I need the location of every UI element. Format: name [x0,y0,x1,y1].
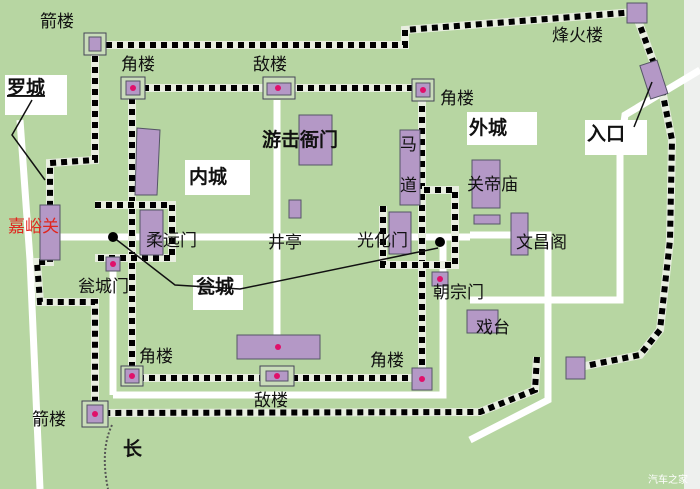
label-corner-tower-se: 角楼 [370,351,404,371]
well-pavilion-icon [288,199,302,219]
label-chaozong-gate: 朝宗门 [433,283,484,303]
weng-pointer-dot-right [435,237,445,247]
labels: 箭楼 角楼 敌楼 罗城 游击衙门 内城 嘉峪关 柔远门 井亭 光化门 马 道 外… [7,12,688,486]
label-corner-tower-nw: 角楼 [121,55,155,75]
label-beacon-tower: 烽火楼 [552,26,603,46]
watermark: 汽车之家 [648,473,688,486]
label-garrison-office: 游击衙门 [262,128,338,151]
label-inner-city: 内城 [189,165,227,188]
label-weng-gate: 瓮城门 [78,277,129,297]
label-arrow-tower-bottom: 箭楼 [32,410,66,430]
label-guanghua-gate: 光化门 [357,231,408,251]
label-enemy-tower-bottom: 敌楼 [254,391,288,411]
walls [32,7,677,417]
right-margin [684,0,700,489]
wall-ruin [134,127,161,196]
label-jiayuguan: 嘉峪关 [8,217,59,237]
label-corner-tower-ne: 角楼 [440,89,474,109]
label-stage: 戏台 [476,318,510,338]
label-enemy-tower-top: 敌楼 [253,55,287,75]
label-horse-ramp-2: 道 [400,176,417,196]
label-well-pavilion: 井亭 [268,233,302,253]
label-great-wall: 长 [123,438,143,460]
great-wall-line [103,424,113,489]
label-entrance: 入口 [587,123,625,145]
buildings [39,2,669,428]
leader-lines [11,81,653,290]
label-guandi-temple: 关帝庙 [467,175,518,195]
label-outer-city: 外城 [469,116,507,139]
label-weng-city: 瓮城 [196,275,234,298]
label-rouyuan-gate: 柔远门 [146,231,197,251]
roads [16,66,700,489]
weng-pointer-dot-left [108,232,118,242]
label-luo-city: 罗城 [7,76,45,99]
label-horse-ramp-1: 马 [400,135,417,155]
label-arrow-tower-top: 箭楼 [40,12,74,32]
label-wenchang-pavilion: 文昌阁 [516,233,567,253]
label-corner-tower-sw: 角楼 [139,347,173,367]
